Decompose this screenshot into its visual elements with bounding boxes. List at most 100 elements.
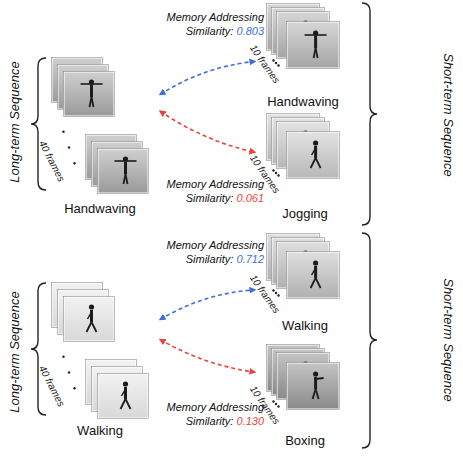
right-brace (362, 3, 377, 225)
ellipsis-dot (62, 131, 64, 133)
frame-count: 40 frames (37, 139, 67, 184)
figure-arm (316, 378, 324, 379)
ellipsis-dot (272, 289, 274, 291)
frame-outline (64, 72, 115, 117)
video-frame (287, 252, 339, 298)
figure-leg (316, 158, 321, 168)
video-frame (64, 72, 114, 116)
video-frame (287, 22, 339, 68)
figure-head (313, 140, 318, 145)
action-caption: Walking (282, 318, 328, 333)
frame-outline (64, 297, 115, 342)
figure-leg (126, 174, 128, 184)
ellipsis-dot (275, 62, 277, 64)
ellipsis-dot (277, 405, 279, 407)
frame-stack-art (30, 55, 160, 220)
frame-stack: 10 framesHandwaving (255, 2, 360, 110)
figure-arm (81, 83, 103, 85)
similarity-arrow (160, 339, 255, 372)
frame-count: 40 frames (37, 364, 67, 409)
right-brace (362, 233, 377, 448)
figure-leg (311, 278, 316, 288)
frame-stack: 40 framesWalking (30, 280, 160, 445)
figure-arm (305, 34, 327, 36)
figure-body (314, 266, 317, 278)
frame-outline (287, 363, 340, 410)
figure-head (89, 304, 94, 309)
figure-body (90, 85, 93, 97)
video-frame (98, 149, 148, 193)
video-frame (98, 374, 148, 418)
similarity-arrow (160, 290, 255, 320)
figure-leg (316, 389, 319, 399)
figure-body (314, 146, 317, 158)
ellipsis-dot (275, 172, 277, 174)
figure-leg (121, 399, 126, 409)
figure-body (124, 162, 127, 174)
similarity-value: 0.803 (236, 25, 264, 37)
ellipsis-dot (68, 371, 70, 373)
ellipsis-dot (277, 174, 279, 176)
ellipsis-dot (272, 169, 274, 171)
figure-leg (87, 322, 92, 332)
frame-stack: 10 framesJogging (255, 112, 360, 224)
figure-head (313, 371, 318, 376)
frame-outline (98, 374, 149, 419)
sequence-label: Short-term Sequence (441, 278, 456, 402)
figure-head (123, 381, 128, 386)
frame-stack-art (255, 2, 360, 110)
frame-outline (287, 22, 340, 69)
ellipsis-dot (68, 146, 70, 148)
video-frame (287, 363, 339, 409)
frame-stack: 10 framesBoxing (255, 343, 360, 451)
ellipsis-dot (272, 59, 274, 61)
ellipsis-dot (277, 294, 279, 296)
figure-body (314, 36, 317, 48)
action-caption: Boxing (285, 433, 325, 448)
figure-body (90, 310, 93, 322)
action-caption: Handwaving (267, 94, 339, 109)
ellipsis-dot (277, 64, 279, 66)
figure-body (124, 387, 127, 399)
figure-arm (88, 312, 92, 319)
video-frame (64, 297, 114, 341)
figure-leg (316, 48, 318, 58)
action-caption: Jogging (282, 206, 328, 221)
figure-leg (126, 399, 131, 409)
frame-stack: 40 framesHandwaving (30, 55, 160, 220)
figure-arm (312, 268, 316, 275)
similarity-arrow (160, 61, 255, 94)
similarity-label: Memory Addressing Similarity: 0.712 (150, 238, 264, 266)
frame-stack: 10 framesWalking (255, 232, 360, 337)
similarity-label: Memory Addressing Similarity: 0.061 (150, 177, 264, 205)
similarity-label: Memory Addressing Similarity: 0.130 (150, 400, 264, 428)
ellipsis-dot (275, 403, 277, 405)
action-caption: Walking (77, 423, 123, 438)
figure-head (313, 260, 318, 265)
figure-leg (92, 97, 94, 107)
frame-outline (98, 149, 149, 194)
figure-arm (312, 148, 316, 155)
video-frame (287, 132, 339, 178)
sequence-label: Short-term Sequence (441, 53, 456, 177)
similarity-value: 0.061 (236, 192, 264, 204)
ellipsis-dot (62, 356, 64, 358)
figure-leg (316, 278, 321, 288)
ellipsis-dot (73, 387, 75, 389)
sequence-label: Long-term Sequence (7, 61, 22, 182)
similarity-value: 0.712 (236, 253, 264, 265)
left-brace (31, 283, 46, 415)
left-brace (31, 58, 46, 190)
ellipsis-dot (272, 400, 274, 402)
action-caption: Handwaving (64, 201, 136, 216)
sequence-label: Long-term Sequence (7, 291, 22, 412)
similarity-value: 0.130 (236, 415, 264, 427)
similarity-label: Memory Addressing Similarity: 0.803 (150, 10, 264, 38)
frame-outline (287, 252, 340, 299)
figure-leg (92, 322, 97, 332)
similarity-arrow (160, 111, 255, 152)
ellipsis-dot (73, 162, 75, 164)
figure-arm (122, 389, 126, 396)
